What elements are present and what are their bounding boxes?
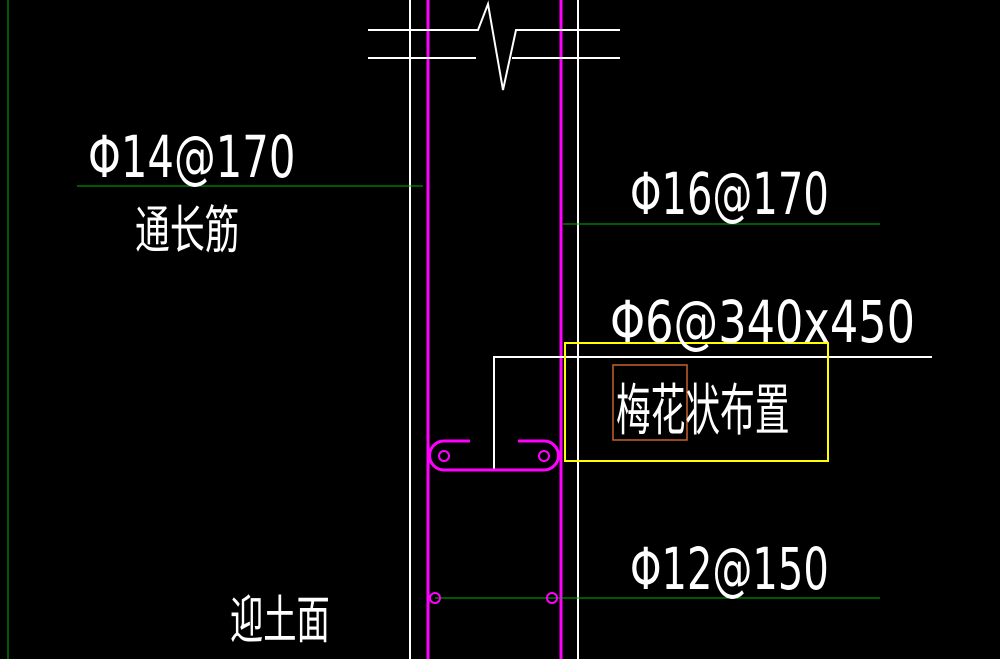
label-tie-bar[interactable]: Φ6@340x450 (610, 289, 915, 356)
label-tie-layout-prefix[interactable]: 梅花 (616, 378, 685, 443)
label-rebar-right-top[interactable]: Φ16@170 (630, 160, 829, 228)
label-tie-layout-suffix[interactable]: 状布置 (685, 378, 789, 443)
selection-box[interactable] (564, 342, 829, 462)
tie-bar[interactable] (428, 439, 560, 472)
label-rebar-left-note[interactable]: 通长筋 (135, 201, 240, 261)
tie-leader (493, 356, 932, 470)
label-rebar-left[interactable]: Φ14@170 (88, 123, 295, 191)
label-tie-layout[interactable]: 梅花状布置 (616, 378, 790, 443)
rebar-dot (546, 592, 558, 604)
rebar-dot (538, 450, 550, 462)
break-line-top (368, 0, 620, 91)
rebar-dot (429, 592, 441, 604)
label-rebar-right-bottom[interactable]: Φ12@150 (630, 535, 829, 603)
label-soil-face[interactable]: 迎土面 (230, 590, 330, 651)
text-highlight-box (612, 364, 688, 441)
rebar-dot (438, 450, 450, 462)
